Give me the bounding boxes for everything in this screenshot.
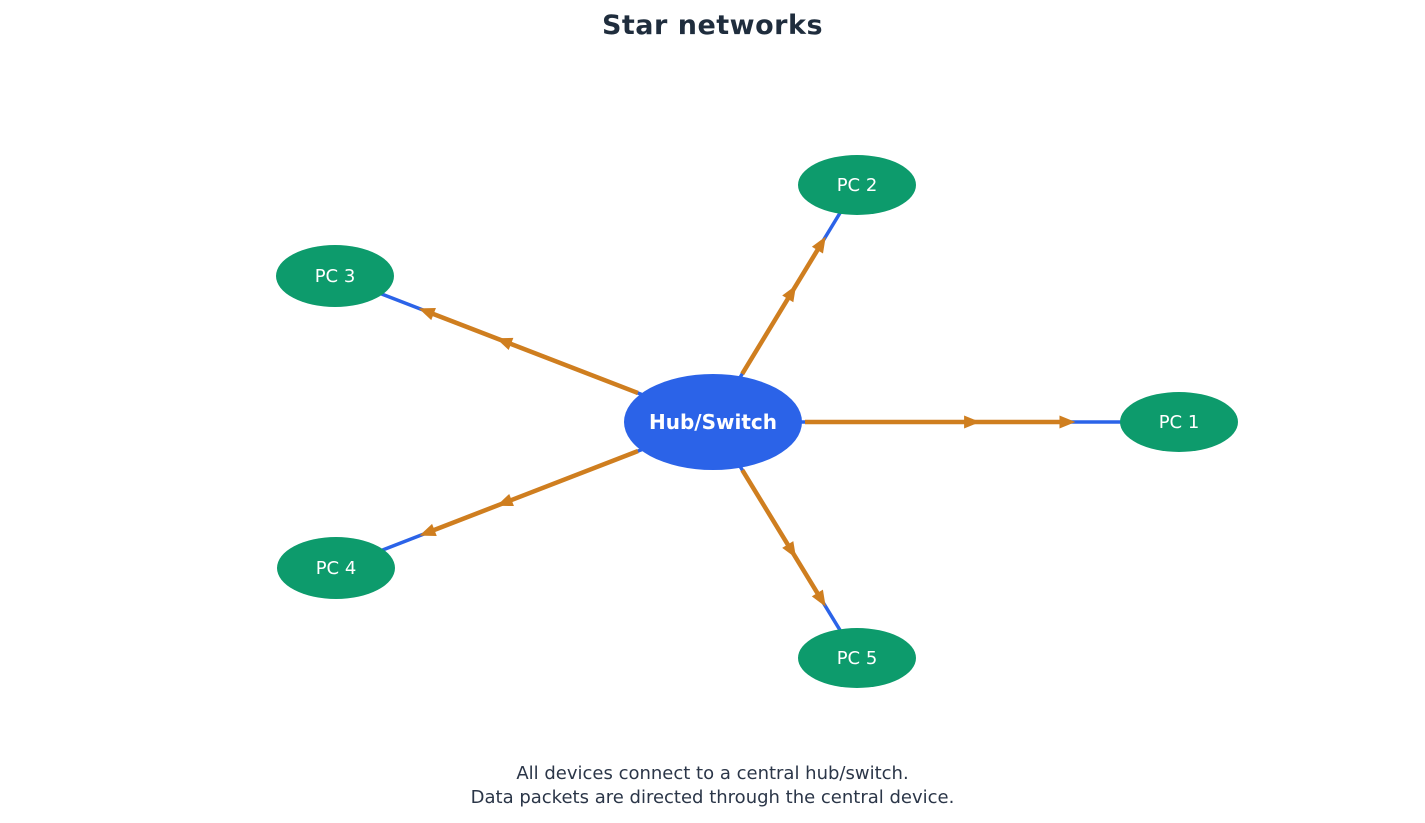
packet-arrowhead-pc1 bbox=[1059, 415, 1076, 429]
caption-line-1: All devices connect to a central hub/swi… bbox=[516, 763, 909, 784]
packet-arrowhead-pc4 bbox=[419, 523, 437, 536]
packet-arrowhead-pc2 bbox=[782, 285, 797, 303]
node-pc-2: PC 2 bbox=[798, 155, 916, 215]
packet-arrowhead-pc4 bbox=[496, 493, 514, 507]
node-pc-1: PC 1 bbox=[1120, 392, 1238, 452]
node-hub: Hub/Switch bbox=[624, 374, 802, 470]
packet-line-pc3 bbox=[423, 308, 639, 396]
packet-arrowhead-pc1 bbox=[964, 415, 981, 429]
packet-arrowhead-pc3 bbox=[418, 308, 436, 321]
node-pc-1-label: PC 1 bbox=[1158, 411, 1200, 433]
packet-line-pc4 bbox=[424, 448, 639, 536]
packet-arrowhead-pc3 bbox=[496, 337, 514, 351]
node-pc-2-label: PC 2 bbox=[836, 174, 878, 196]
node-pc-3-label: PC 3 bbox=[314, 265, 356, 287]
packet-arrowhead-pc5 bbox=[811, 589, 826, 607]
node-pc-3: PC 3 bbox=[276, 245, 394, 307]
packet-line-pc2 bbox=[740, 240, 825, 375]
packet-line-pc5 bbox=[740, 468, 825, 603]
node-hub-label: Hub/Switch bbox=[649, 410, 777, 434]
node-pc-4-label: PC 4 bbox=[315, 557, 357, 579]
caption-line-2: Data packets are directed through the ce… bbox=[470, 786, 955, 808]
node-pc-4: PC 4 bbox=[277, 537, 395, 599]
node-pc-5: PC 5 bbox=[798, 628, 916, 688]
packet-arrowhead-pc5 bbox=[782, 541, 797, 559]
diagram-caption: All devices connect to a central hub/swi… bbox=[0, 762, 1425, 809]
packet-arrowhead-pc2 bbox=[811, 236, 826, 254]
diagram-title: Star networks bbox=[601, 10, 824, 41]
node-pc-5-label: PC 5 bbox=[836, 647, 878, 669]
